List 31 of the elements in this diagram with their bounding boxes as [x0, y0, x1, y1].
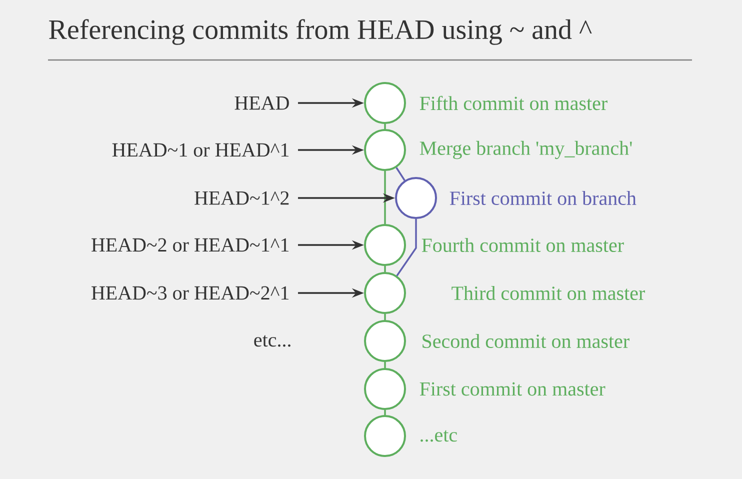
commit-message: ...etc — [420, 430, 457, 442]
commit-circle — [364, 272, 406, 314]
branch-line — [396, 167, 406, 181]
commit-message: Fourth commit on master — [422, 238, 624, 252]
branch-line — [384, 362, 386, 368]
reference-label: HEAD~3 or HEAD~2^1 — [92, 286, 289, 300]
commit-message: Fifth commit on master — [420, 96, 608, 110]
commit-circle — [364, 368, 406, 410]
commit-message: Second commit on master — [422, 334, 630, 348]
commit-circle — [395, 177, 437, 219]
reference-label: HEAD — [234, 96, 289, 110]
branch-line — [384, 314, 386, 320]
branch-line — [384, 266, 386, 272]
commit-circle — [364, 224, 406, 266]
commit-circle — [364, 415, 406, 457]
commit-circle — [364, 82, 406, 124]
commit-message: First commit on branch — [450, 190, 636, 206]
ellipsis-label: etc... — [254, 335, 290, 347]
branch-line — [384, 124, 386, 129]
branch-line — [396, 219, 417, 276]
branch-line — [384, 171, 386, 224]
commit-message: Third commit on master — [452, 286, 645, 300]
reference-label: HEAD~2 or HEAD~1^1 — [92, 238, 289, 252]
commit-circle — [364, 129, 406, 171]
commit-message: First commit on master — [420, 382, 606, 396]
branch-line — [384, 410, 386, 415]
reference-label: HEAD~1 or HEAD^1 — [112, 143, 289, 157]
reference-label: HEAD~1^2 — [194, 191, 289, 205]
commit-circle — [364, 320, 406, 362]
title: Referencing commits from HEAD using ~ and ^ — [49, 19, 592, 45]
commit-message: Merge branch 'my_branch' — [420, 140, 632, 160]
